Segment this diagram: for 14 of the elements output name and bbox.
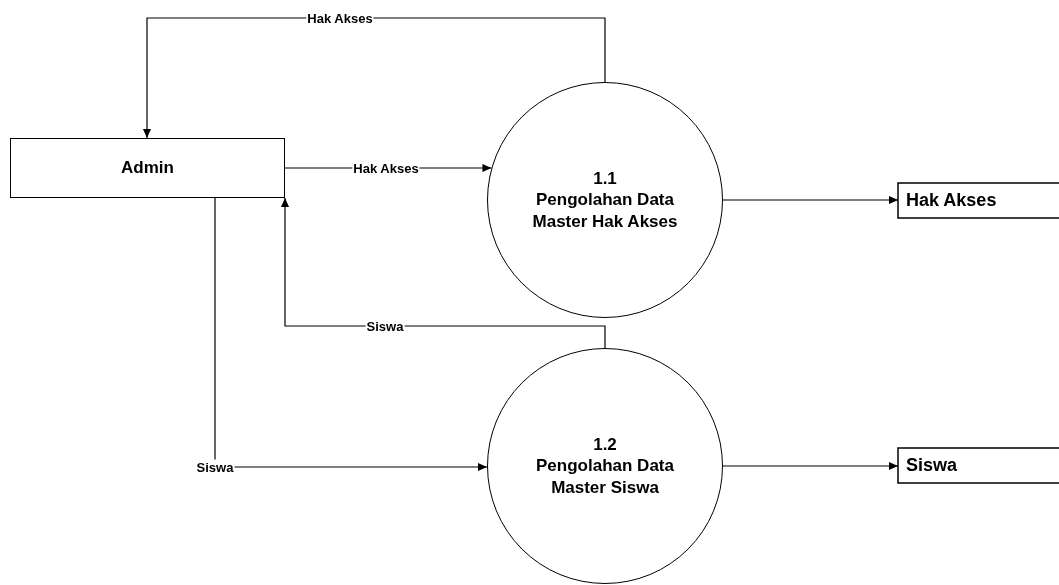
- arrow: [214, 197, 488, 471]
- process-number: 1.1: [593, 168, 617, 190]
- arrow: [722, 196, 899, 204]
- process-name: Pengolahan Data Master Hak Akses: [531, 189, 679, 232]
- arrow: [143, 17, 606, 139]
- edge-label: Siswa: [195, 459, 235, 475]
- external-entity-box: [10, 138, 285, 198]
- process-number: 1.2: [593, 434, 617, 456]
- arrow: [281, 197, 606, 349]
- arrow: [722, 462, 899, 470]
- entity-name: Admin: [121, 158, 174, 178]
- store-name: Siswa: [906, 455, 958, 476]
- store-name: Hak Akses: [906, 190, 997, 211]
- process-name: Pengolahan Data Master Siswa: [535, 455, 675, 498]
